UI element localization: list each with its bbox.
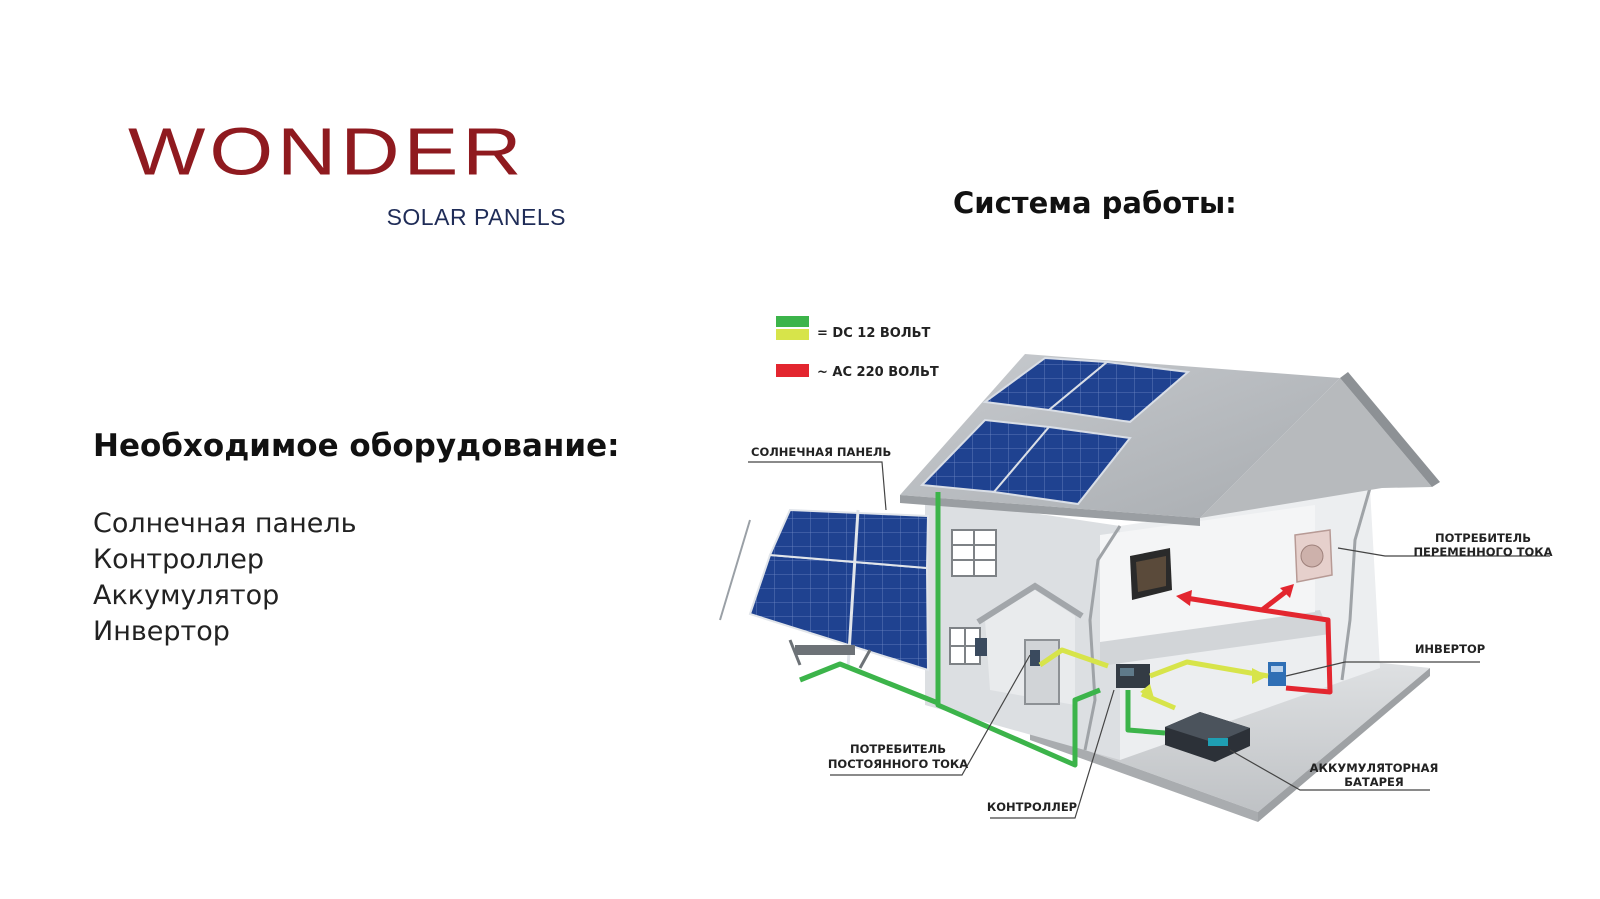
- diagram-labels: СОЛНЕЧНАЯ ПАНЕЛЬ ПОТРЕБИТЕЛЬ ПЕРЕМЕННОГО…: [751, 445, 1553, 814]
- equipment-title: Необходимое оборудование:: [93, 428, 620, 464]
- label-ac-consumer-line1: ПОТРЕБИТЕЛЬ: [1435, 531, 1531, 545]
- equipment-item: Солнечная панель: [93, 508, 357, 539]
- legend: = DC 12 ВОЛЬТ ~ AC 220 ВОЛЬТ: [776, 316, 939, 380]
- dc-yellow-wiring: [1038, 647, 1269, 711]
- equipment-list: Солнечная панель Контроллер Аккумулятор …: [93, 506, 357, 650]
- house-roof-side: [1200, 378, 1432, 518]
- label-dc-consumer-line2: ПОСТОЯННОГО ТОКА: [828, 757, 968, 771]
- label-battery-line1: АККУМУЛЯТОРНАЯ: [1310, 761, 1439, 775]
- legend-dc-yellow-swatch: [776, 329, 809, 340]
- house-side-wall: [1120, 488, 1380, 760]
- legend-ac-label: ~ AC 220 ВОЛЬТ: [817, 365, 939, 380]
- wonder-logo: WONDER SOLAR PANELS: [128, 118, 568, 238]
- controller-device: [1116, 664, 1150, 688]
- equipment-item: Инвертор: [93, 616, 230, 647]
- equipment-item: Контроллер: [93, 544, 264, 575]
- legend-dc-label: = DC 12 ВОЛЬТ: [817, 326, 931, 341]
- label-dc-consumer-line1: ПОТРЕБИТЕЛЬ: [850, 742, 946, 756]
- ac-red-wiring: [1185, 588, 1333, 695]
- label-ac-consumer-line2: ПЕРЕМЕННОГО ТОКА: [1413, 545, 1552, 559]
- tv-device: [1130, 548, 1172, 600]
- legend-dc-green-swatch: [776, 316, 809, 327]
- ground-slab: [1030, 645, 1430, 812]
- ground-solar-array: [719, 508, 930, 672]
- dc-green-wiring: [799, 492, 1166, 768]
- ac-consumer-device: [1294, 529, 1333, 583]
- label-controller: КОНТРОЛЛЕР: [987, 800, 1077, 814]
- callout-lines: [748, 461, 1550, 819]
- label-battery-line2: БАТАРЕЯ: [1344, 775, 1404, 789]
- system-title: Система работы:: [953, 186, 1237, 220]
- logo-subtitle: SOLAR PANELS: [386, 204, 566, 230]
- legend-ac-swatch: [776, 364, 809, 377]
- house-front-wall: [925, 497, 1120, 760]
- battery-device: [1165, 712, 1250, 762]
- equipment-item: Аккумулятор: [93, 580, 280, 611]
- logo-wordmark: WONDER: [128, 114, 526, 190]
- house-porch: [975, 582, 1084, 705]
- house-roof-front: [900, 354, 1340, 518]
- roof-solar-array: [919, 356, 1191, 506]
- inverter-device: [1268, 662, 1286, 686]
- house-window: [949, 529, 997, 665]
- label-inverter: ИНВЕРТОР: [1415, 642, 1485, 656]
- label-solar-panel: СОЛНЕЧНАЯ ПАНЕЛЬ: [751, 445, 891, 459]
